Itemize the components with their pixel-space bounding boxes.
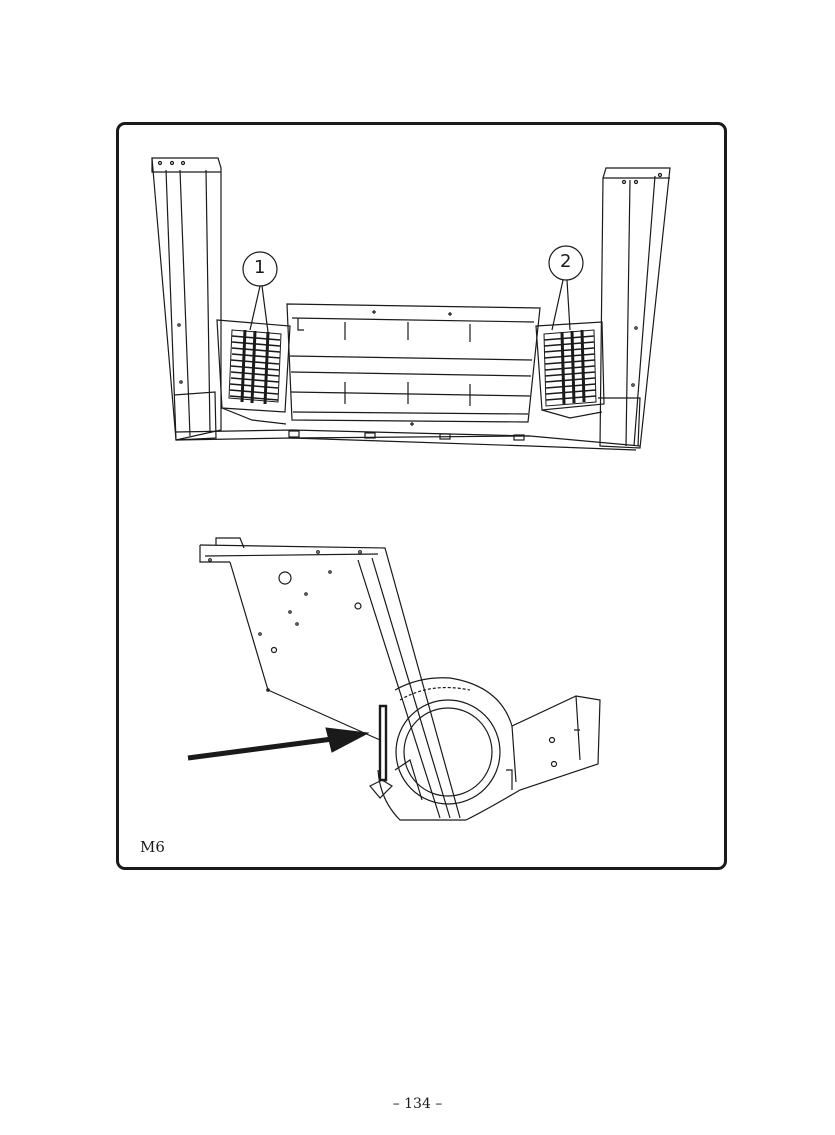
left-screen [216, 319, 291, 425]
callout-1-label: 1 [254, 257, 266, 278]
top-view-assembly [151, 157, 671, 451]
figure-label: M6 [140, 838, 165, 856]
left-upright [151, 157, 222, 441]
fan-housing [377, 677, 601, 821]
callout-2-label: 2 [560, 251, 572, 272]
right-screen [535, 321, 605, 419]
central-tray [286, 303, 541, 426]
flap-detail [369, 704, 423, 801]
pointer-arrow [187, 727, 370, 761]
side-view-housing [187, 537, 601, 821]
callout-1 [242, 251, 278, 333]
callout-2 [548, 245, 584, 331]
figure-frame [116, 122, 727, 870]
page-number: – 134 – [392, 1096, 443, 1112]
right-upright [598, 167, 671, 449]
